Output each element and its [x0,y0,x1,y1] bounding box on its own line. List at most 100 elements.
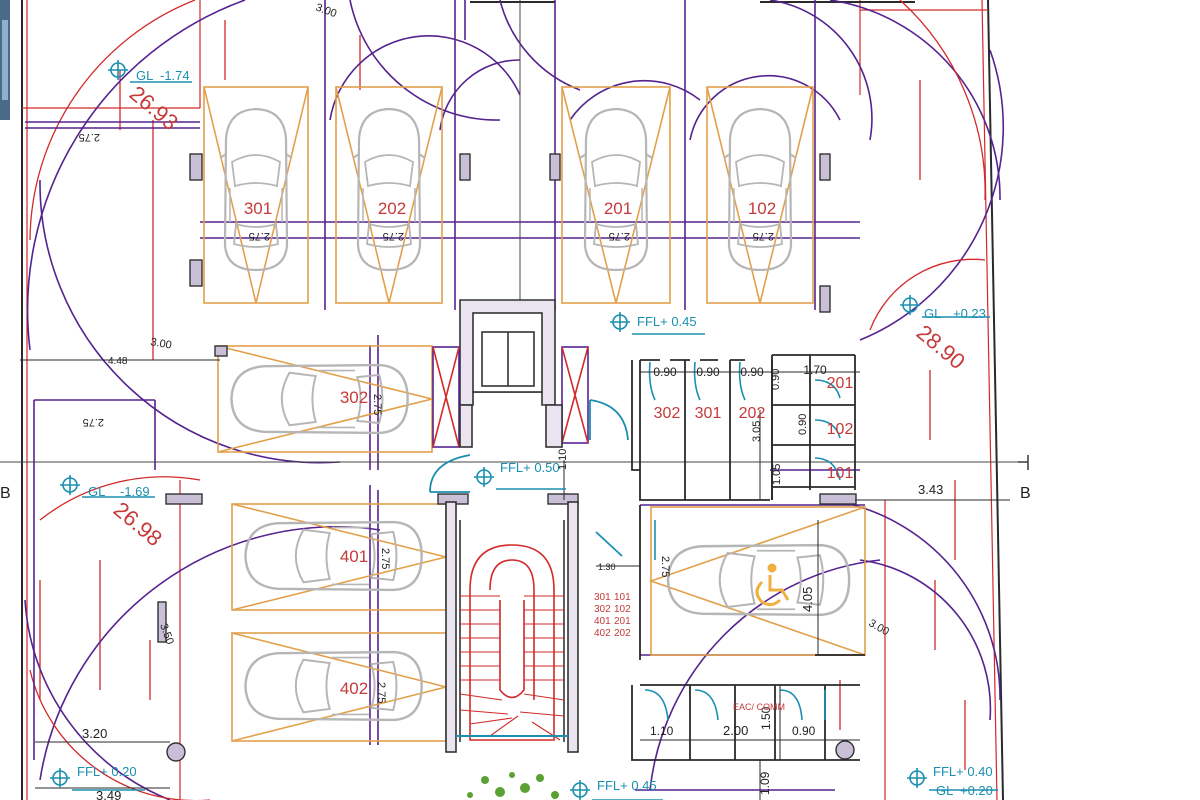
grid-lines [0,0,1029,470]
gl-code: GL [136,68,153,83]
dimension-text: 0.90 [696,365,720,379]
dimension-text: 0.90 [797,414,809,435]
store-number: 301 [695,405,722,422]
dimension-text: 2.75 [659,556,671,577]
bay-number: 301 [244,199,272,218]
ffl-label: FFL+ 0.20 [77,764,137,779]
dimension-text: 1.50 [759,706,773,730]
level-marker-icon [60,475,80,495]
store-number: 101 [827,465,854,482]
dimension-text: 2.75 [383,230,404,242]
dimension-text: 3.05 [751,421,763,442]
gl-code: GL [936,783,953,798]
ffl-label: FFL+ 0.45 [637,314,697,329]
dimension-text: 0.90 [770,369,782,390]
accessible-parking-icon [755,563,790,607]
gl-code: GL [924,306,941,321]
turning-arcs [24,0,1005,800]
level-marker-icon [610,312,630,332]
car-bay-402 [244,650,423,722]
store-number: 102 [827,421,854,438]
store-widths: 0.90 0.90 0.90 1.70 [653,363,827,379]
planting [467,772,559,799]
bay-number: 102 [748,199,776,218]
big-level-figure: 28.90 [912,320,970,375]
car-bay-102 [722,107,798,272]
dimension-text: 2.75 [753,230,774,242]
dimension-text: 1.10 [650,724,674,738]
dimension-text: 2.75 [375,682,387,703]
bay-number: 302 [340,388,368,407]
level-marker-icon [108,60,128,80]
allocation-cell: 302 [594,604,611,615]
store-doors [644,361,841,721]
allocation-cell: 101 [614,592,631,603]
bay-number: 401 [340,547,368,566]
dimension-text: 2.75 [609,230,630,242]
dimension-text: 2.75 [83,416,104,428]
dimension-text: 0.90 [653,365,677,379]
dimension-text: 2.75 [371,394,383,415]
dimension-text: 3.43 [918,482,943,497]
allocation-cell: 402 [594,628,611,639]
level-marker-icon [907,768,927,788]
gl-code: GL [88,484,105,499]
gl-value: -1.69 [120,484,150,499]
dimension-texts: 3.00 2.75 4.48 3.00 2.75 2.75 2.75 2.75 … [79,2,944,800]
level-marker-icon [900,295,920,315]
car-accessible-bay [666,543,851,617]
store-number: 201 [827,375,854,392]
allocation-cell: 401 [594,616,611,627]
columns [157,153,857,643]
dimension-text: 4.48 [108,356,128,367]
car-bay-301 [218,107,294,272]
dimension-text: 3.00 [149,336,172,352]
lift-core [432,299,589,448]
level-marker-icon [50,768,70,788]
allocation-cell: 201 [614,616,631,627]
dimension-text: 3.00 [314,2,338,21]
section-mark-right: B [1020,485,1031,502]
dimension-text: 0.90 [740,365,764,379]
gl-value: +0.20 [960,783,993,798]
big-level-figure: 26.98 [109,497,167,552]
allocation-cell: 301 [594,592,611,603]
ffl-label: FFL+ 0.50 [500,460,560,475]
store-numbers: 302 301 202 201 102 101 [654,375,854,482]
gl-value: +0.23 [953,306,986,321]
dimension-text: 1.05 [771,464,783,485]
car-bay-202 [351,107,427,272]
dimension-lines [20,359,1010,800]
stair-core [445,501,579,753]
store-number: 302 [654,405,681,422]
section-marks: B B [0,485,1031,502]
dimension-text: 1.70 [803,363,827,377]
red-setout-strokes [39,20,966,770]
store-cluster [631,354,865,761]
bay-numbers: 301 202 201 102 302 401 402 [244,199,776,698]
level-markers [50,60,998,800]
dimension-text: 2.00 [723,723,748,738]
left-edge-strip [0,0,10,120]
allocation-cell: 102 [614,604,631,615]
lobby-doors [429,399,629,557]
car-bay-201 [578,107,654,272]
dimension-text: 2.75 [79,131,100,143]
dimension-text: 1.10 [557,449,569,470]
allocation-cell: 202 [614,628,631,639]
ffl-label: FFL+ 0.40 [933,764,993,779]
dimension-text: 3.49 [96,788,121,800]
level-marker-icon [570,780,590,800]
level-labels: GL -1.74 GL -1.69 GL +0.23 GL +0.20 FFL+… [77,68,993,798]
bay-number: 402 [340,679,368,698]
round-columns [166,740,855,762]
ffl-label: FFL+ 0.45 [597,778,657,793]
plant-room-label: EAC/ COMM [733,702,785,712]
dimension-text: 2.75 [379,548,391,569]
store-number: 202 [739,405,766,422]
bay-number: 201 [604,199,632,218]
dimension-text: 4.05 [800,587,815,612]
dimension-text: 3.00 [867,617,892,638]
car-bay-401 [244,520,423,592]
